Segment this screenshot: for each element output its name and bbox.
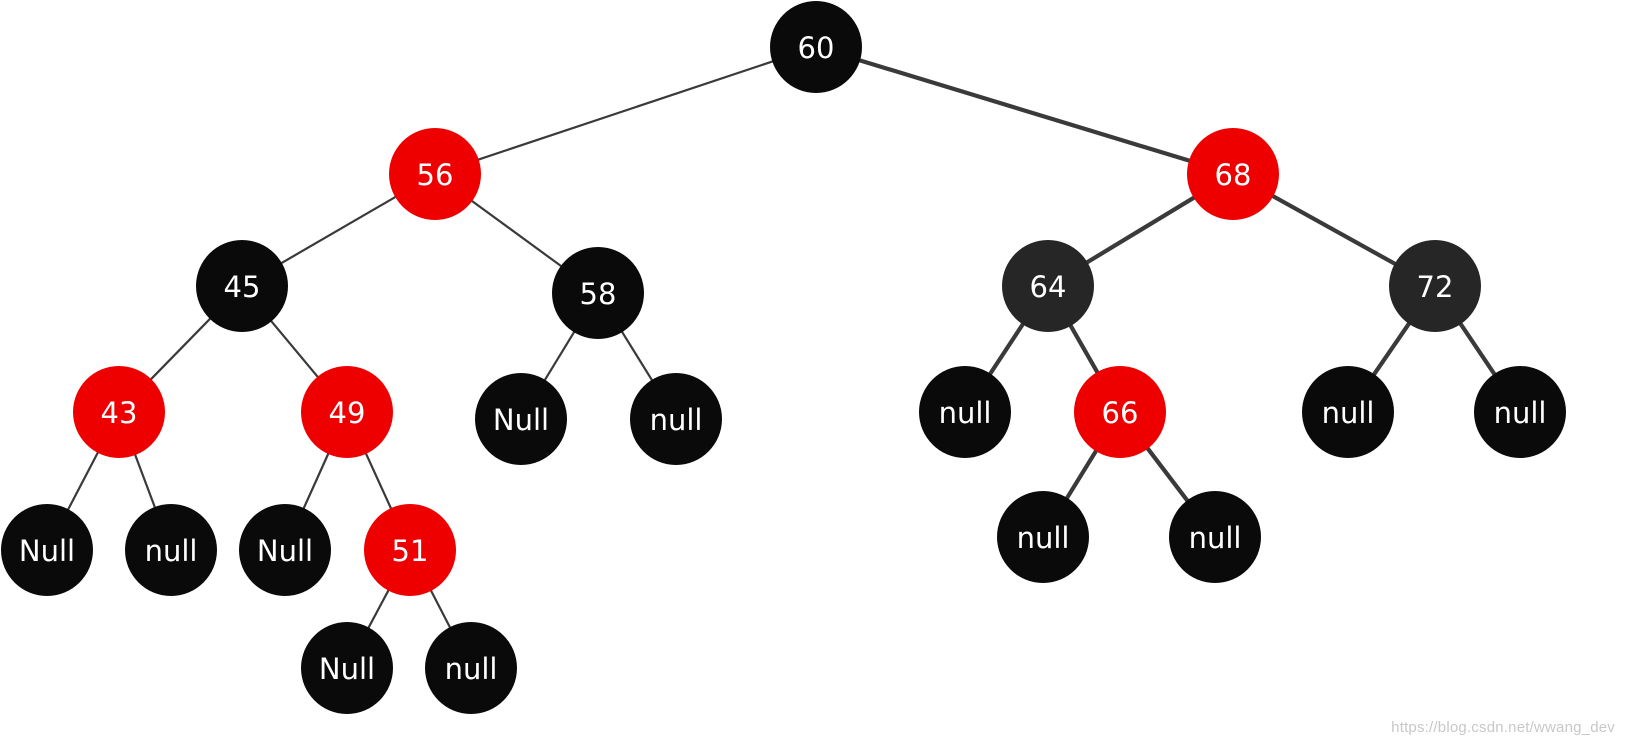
edge-56-to-45 — [279, 195, 398, 265]
edge-43-to-null — [133, 453, 157, 509]
node-label: 66 — [1102, 396, 1139, 430]
node-circle-red — [73, 366, 165, 458]
edge-60-to-56 — [476, 60, 775, 161]
tree-node-58: 58 — [552, 247, 644, 339]
node-circle-black — [552, 247, 644, 339]
node-label: null — [145, 534, 198, 568]
edge-60-to-68 — [856, 57, 1193, 163]
null-leaf-node: Null — [239, 504, 331, 596]
node-label: 49 — [329, 396, 366, 430]
edge-66-to-null — [1145, 445, 1190, 504]
null-leaf-node: null — [425, 622, 517, 714]
node-label: Null — [493, 403, 549, 437]
node-circle-dark_gray — [1389, 240, 1481, 332]
node-circle-black — [1169, 491, 1261, 583]
edge-68-to-72 — [1270, 193, 1398, 267]
tree-node-66: 66 — [1074, 366, 1166, 458]
null-leaf-node: Null — [475, 373, 567, 465]
edge-49-to-51 — [364, 451, 393, 511]
node-circle-black — [425, 622, 517, 714]
tree-node-60: 60 — [770, 1, 862, 93]
node-circle-black — [630, 373, 722, 465]
node-circle-black — [770, 1, 862, 93]
null-leaf-node: Null — [301, 622, 393, 714]
node-label: Null — [257, 534, 313, 568]
node-label: null — [1322, 396, 1375, 430]
edges-layer — [66, 57, 1497, 630]
node-label: 68 — [1215, 158, 1252, 192]
tree-node-68: 68 — [1187, 128, 1279, 220]
null-leaf-node: null — [1169, 491, 1261, 583]
edge-72-to-null — [1371, 320, 1412, 378]
edge-66-to-null — [1064, 448, 1099, 501]
edge-45-to-43 — [149, 317, 212, 381]
node-label: null — [1189, 521, 1242, 555]
null-leaf-node: Null — [1, 504, 93, 596]
node-label: 60 — [798, 31, 835, 65]
edge-68-to-64 — [1084, 195, 1197, 265]
tree-node-51: 51 — [364, 504, 456, 596]
tree-node-49: 49 — [301, 366, 393, 458]
edge-64-to-66 — [1068, 323, 1100, 375]
edge-49-to-null — [302, 451, 330, 511]
node-circle-black — [475, 373, 567, 465]
tree-node-56: 56 — [389, 128, 481, 220]
node-circle-red — [364, 504, 456, 596]
node-label: 43 — [101, 396, 138, 430]
node-label: null — [1494, 396, 1547, 430]
node-circle-black — [1474, 366, 1566, 458]
node-circle-black — [239, 504, 331, 596]
node-circle-black — [997, 491, 1089, 583]
null-leaf-node: null — [630, 373, 722, 465]
node-label: null — [939, 396, 992, 430]
edge-45-to-49 — [269, 319, 320, 379]
node-circle-red — [389, 128, 481, 220]
node-label: 72 — [1417, 270, 1454, 304]
node-label: 58 — [580, 277, 617, 311]
node-circle-black — [1, 504, 93, 596]
edge-72-to-null — [1458, 321, 1497, 377]
tree-node-64: 64 — [1002, 240, 1094, 332]
node-label: null — [445, 652, 498, 686]
node-label: 64 — [1030, 270, 1067, 304]
edge-64-to-null — [987, 321, 1026, 377]
node-label: Null — [19, 534, 75, 568]
edge-43-to-null — [66, 450, 100, 512]
edge-51-to-null — [367, 588, 390, 630]
null-leaf-node: null — [125, 504, 217, 596]
node-circle-red — [1187, 128, 1279, 220]
node-label: 51 — [392, 534, 429, 568]
node-circle-black — [301, 622, 393, 714]
node-label: null — [650, 403, 703, 437]
null-leaf-node: null — [1474, 366, 1566, 458]
node-label: 56 — [417, 158, 454, 192]
watermark-text: https://blog.csdn.net/wwang_dev — [1391, 719, 1615, 736]
node-circle-black — [125, 504, 217, 596]
tree-node-43: 43 — [73, 366, 165, 458]
tree-node-72: 72 — [1389, 240, 1481, 332]
null-leaf-node: null — [1302, 366, 1394, 458]
edge-56-to-58 — [470, 199, 563, 268]
tree-node-45: 45 — [196, 240, 288, 332]
node-circle-red — [1074, 366, 1166, 458]
null-leaf-node: null — [997, 491, 1089, 583]
node-circle-dark_gray — [1002, 240, 1094, 332]
node-label: 45 — [224, 270, 261, 304]
node-circle-black — [919, 366, 1011, 458]
node-label: Null — [319, 652, 375, 686]
node-circle-black — [1302, 366, 1394, 458]
edge-51-to-null — [429, 588, 452, 630]
edge-58-to-null — [543, 330, 576, 382]
node-circle-black — [196, 240, 288, 332]
edge-58-to-null — [620, 330, 654, 382]
null-leaf-node: null — [919, 366, 1011, 458]
node-circle-red — [301, 366, 393, 458]
node-label: null — [1017, 521, 1070, 555]
